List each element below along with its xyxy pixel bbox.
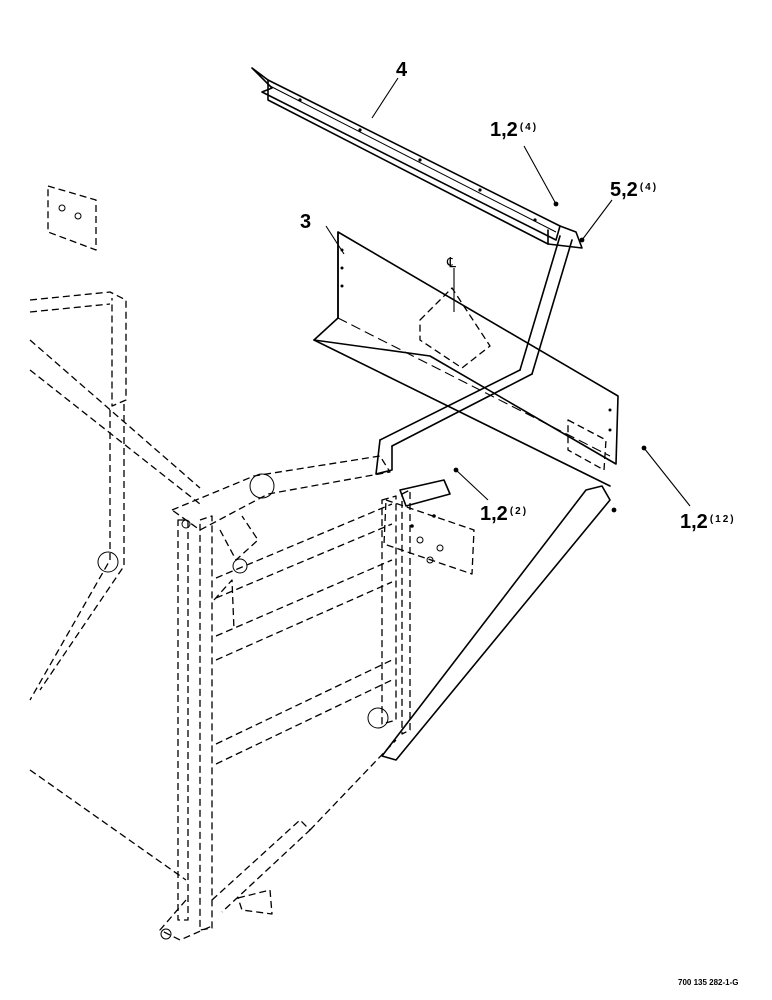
figure-number: 700 135 282-1-G (678, 978, 739, 987)
callout-hardware-right: 1,2(12) (680, 512, 736, 532)
mounting-plate (383, 499, 475, 575)
callout-hardware-top: 1,2(4) (490, 120, 538, 140)
callout-qty: (4) (519, 122, 539, 133)
callout-label: 1,2 (480, 503, 508, 525)
centerline-symbol: ℄ (447, 255, 456, 271)
callout-label: 4 (396, 59, 408, 81)
callout-qty: (2) (509, 506, 529, 517)
callout-hardware-5-2: 5,2(4) (610, 180, 658, 200)
callout-qty: (12) (709, 514, 736, 525)
callout-hardware-mid: 1,2(2) (480, 504, 528, 524)
callout-label: 1,2 (490, 119, 518, 141)
diagonal-brace (375, 235, 611, 761)
part-3-shield-panel (313, 231, 619, 487)
header-frame (29, 185, 411, 941)
hardware-leaders (325, 77, 691, 513)
callout-label: 5,2 (610, 179, 638, 201)
callout-part-3: 3 (300, 212, 313, 232)
callout-qty: (4) (639, 182, 659, 193)
part-4-angle-rail (251, 67, 583, 249)
callout-label: 1,2 (680, 511, 708, 533)
callout-part-4: 4 (396, 60, 409, 80)
callout-label: 3 (300, 211, 312, 233)
